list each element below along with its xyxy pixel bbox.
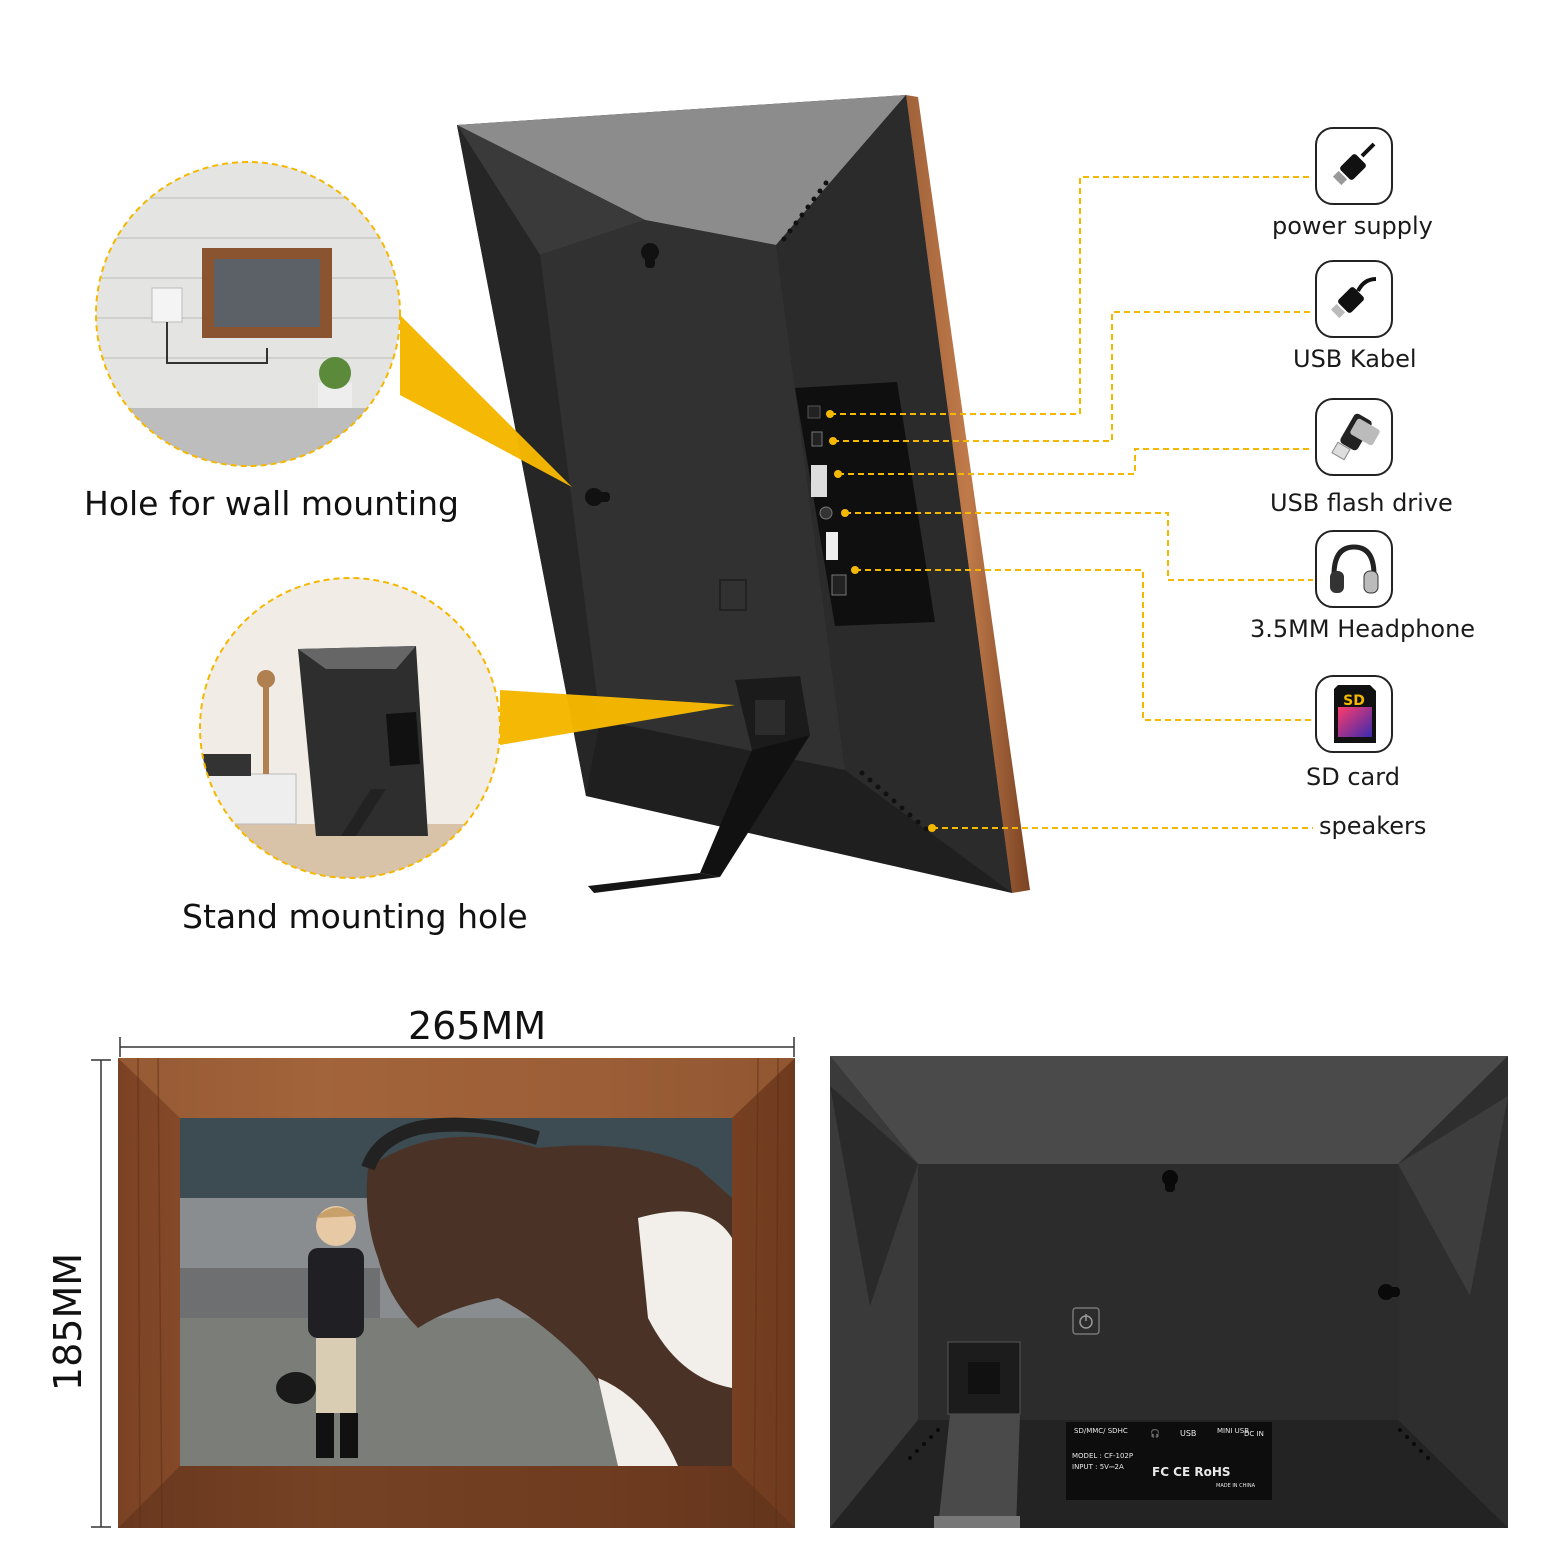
frame-back-flat: SD/MMC/ SDHC 🎧 USB MINI USB DC IN MODEL … <box>830 1056 1508 1528</box>
frame-back-angled <box>400 95 1313 893</box>
wall-mount-scene <box>95 161 401 467</box>
plate-cert: FC CE RoHS <box>1152 1465 1231 1479</box>
sd-card-icon: SD <box>1315 675 1393 753</box>
plate-input: INPUT : 5V⎓2A <box>1072 1463 1124 1471</box>
plate-made: MADE IN CHINA <box>1216 1483 1256 1489</box>
usb-cable-icon <box>1315 260 1393 338</box>
port-label-headphone: 3.5MM Headphone <box>1250 615 1476 643</box>
plate-dc-label: DC IN <box>1244 1430 1264 1438</box>
headphones-icon <box>1315 530 1393 608</box>
port-label-usb-flash: USB flash drive <box>1270 489 1453 517</box>
sd-badge: SD <box>1343 693 1365 709</box>
frame-front <box>118 1058 795 1528</box>
power-plug-icon <box>1315 127 1393 205</box>
port-label-speakers: speakers <box>1319 812 1427 840</box>
height-dimension-label: 185MM <box>46 1252 90 1392</box>
height-dimension-line <box>91 1059 111 1528</box>
plate-usb-label: USB <box>1180 1429 1196 1438</box>
width-dimension-label: 265MM <box>408 1004 547 1048</box>
wood-edge <box>906 95 1030 893</box>
wall-mount-label: Hole for wall mounting <box>84 484 460 523</box>
stand-mount-scene <box>199 577 501 879</box>
plate-sd-label: SD/MMC/ SDHC <box>1074 1427 1128 1435</box>
stand-mount-label: Stand mounting hole <box>182 897 528 936</box>
usb-stick-icon <box>1315 398 1393 476</box>
port-label-usb-kabel: USB Kabel <box>1293 345 1417 373</box>
port-label-power: power supply <box>1272 212 1433 240</box>
svg-text:🎧: 🎧 <box>1150 1428 1160 1438</box>
width-dimension-line <box>119 1037 795 1057</box>
plate-mini-usb-label: MINI USB <box>1217 1427 1249 1435</box>
port-label-sd: SD card <box>1306 763 1400 791</box>
plate-model: MODEL : CF-102P <box>1072 1452 1133 1460</box>
